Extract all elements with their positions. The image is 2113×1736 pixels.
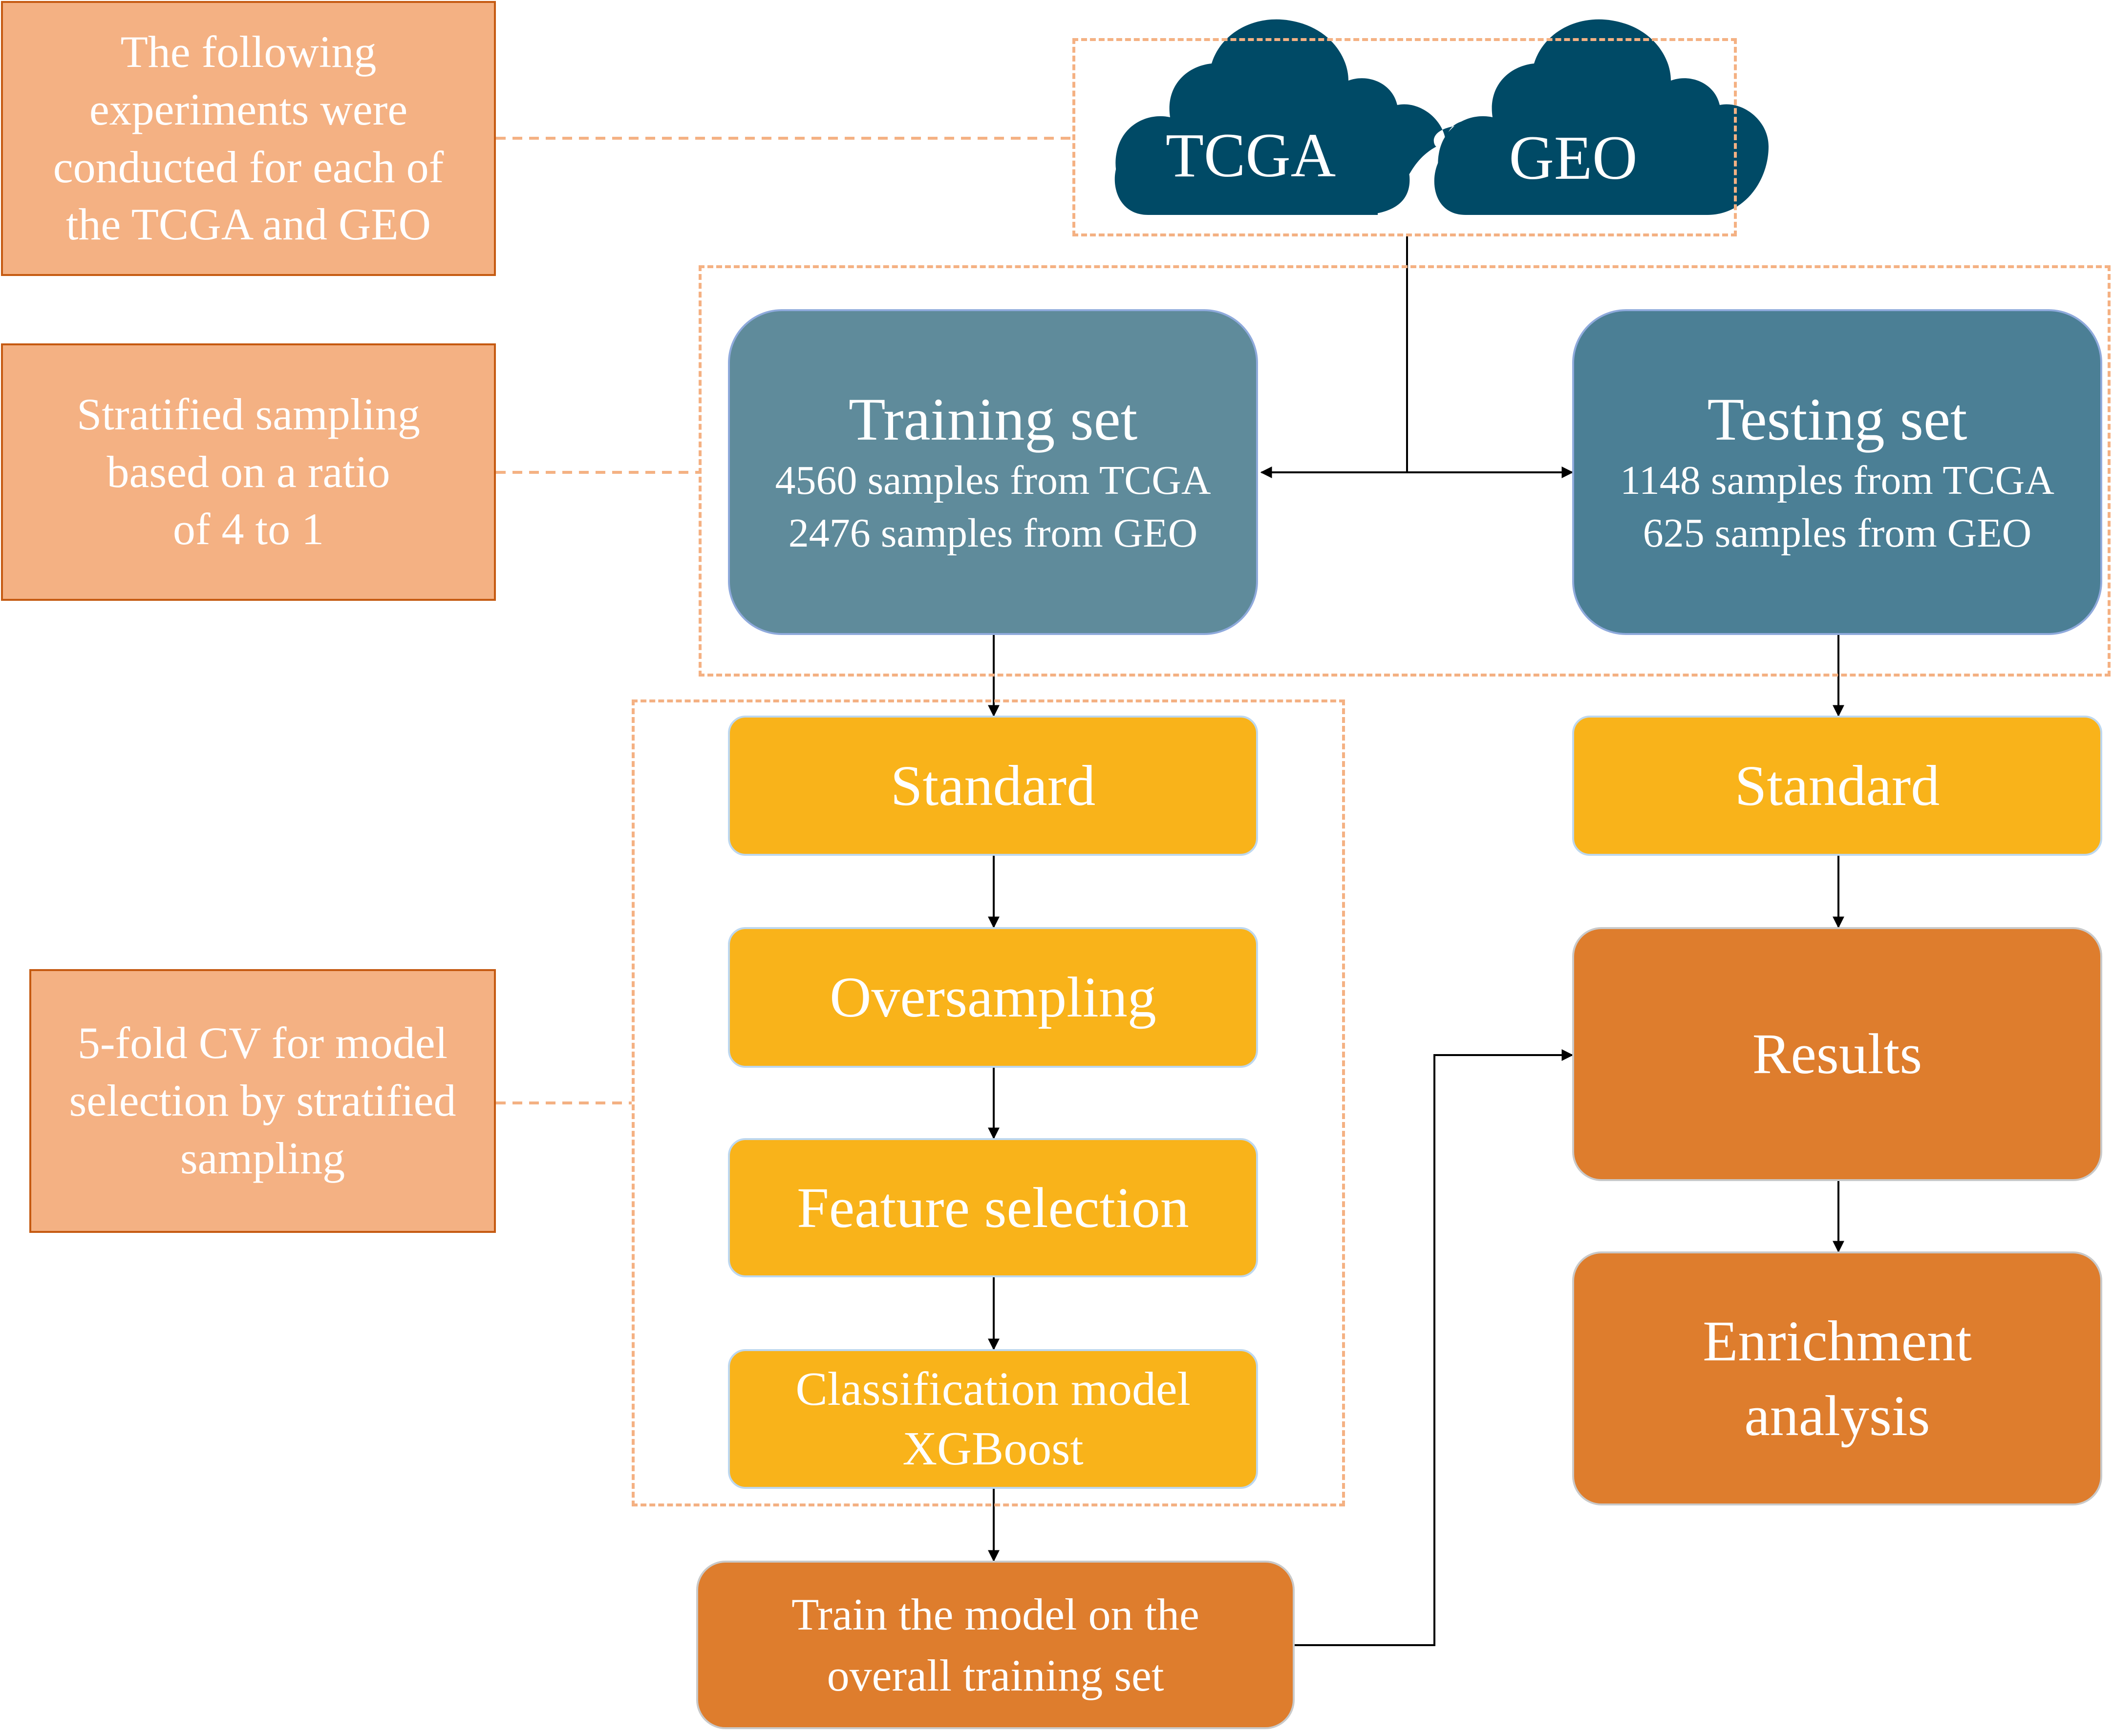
step-enrichment-analysis: Enrichment analysis — [1572, 1251, 2102, 1505]
cloud-tcga-icon-body — [1114, 138, 1410, 215]
source-geo-label: GEO — [1509, 123, 1638, 192]
note-line: sampling — [180, 1133, 345, 1183]
enrichment-line: analysis — [1744, 1384, 1930, 1448]
testing-set-title: Testing set — [1707, 385, 1967, 453]
step-results: Results — [1572, 927, 2102, 1181]
train-overall-line: overall training set — [827, 1650, 1164, 1700]
step-classification-model: Classification model XGBoost — [728, 1349, 1258, 1489]
note-line: based on a ratio — [107, 446, 390, 497]
train-overall-line: Train the model on the — [791, 1589, 1199, 1640]
training-set-line: 4560 samples from TCGA — [775, 458, 1211, 504]
classification-line: XGBoost — [902, 1422, 1084, 1475]
note-stratified-sampling: Stratified sampling based on a ratio of … — [1, 343, 496, 601]
step-train-overall: Train the model on the overall training … — [696, 1561, 1295, 1729]
testing-set-box: Testing set 1148 samples from TCGA 625 s… — [1572, 309, 2102, 635]
sources-group-frame — [1072, 38, 1737, 236]
connector-train-results — [1295, 1049, 1574, 1646]
step-standard-test: Standard — [1572, 716, 2102, 856]
note-cross-validation: 5-fold CV for model selection by stratif… — [29, 969, 496, 1233]
cloud-geo-icon-body — [1434, 138, 1700, 215]
classification-line: Classification model — [795, 1362, 1191, 1416]
note-line: experiments were — [89, 84, 408, 134]
training-set-box: Training set 4560 samples from TCGA 2476… — [728, 309, 1258, 635]
note-line: 5-fold CV for model — [77, 1018, 448, 1068]
cv-group-frame — [632, 699, 1345, 1506]
step-oversampling: Oversampling — [728, 927, 1258, 1068]
note-line: Stratified sampling — [77, 389, 420, 439]
note-experiments: The following experiments were conducted… — [1, 1, 496, 276]
note-line: the TCGA and GEO — [65, 199, 431, 250]
note-line: of 4 to 1 — [172, 504, 324, 554]
training-set-line: 2476 samples from GEO — [788, 510, 1198, 556]
note-line: conducted for each of — [53, 142, 444, 192]
step-standard-train: Standard — [728, 716, 1258, 856]
note-line: The following — [120, 27, 377, 77]
split-group-frame — [699, 265, 2111, 677]
testing-set-line: 1148 samples from TCGA — [1620, 458, 2054, 504]
training-set-title: Training set — [848, 385, 1138, 453]
note-line: selection by stratified — [69, 1076, 456, 1126]
step-feature-selection: Feature selection — [728, 1138, 1258, 1277]
source-tcga-label: TCGA — [1165, 121, 1336, 190]
testing-set-line: 625 samples from GEO — [1643, 510, 2032, 556]
enrichment-line: Enrichment — [1703, 1309, 1972, 1373]
